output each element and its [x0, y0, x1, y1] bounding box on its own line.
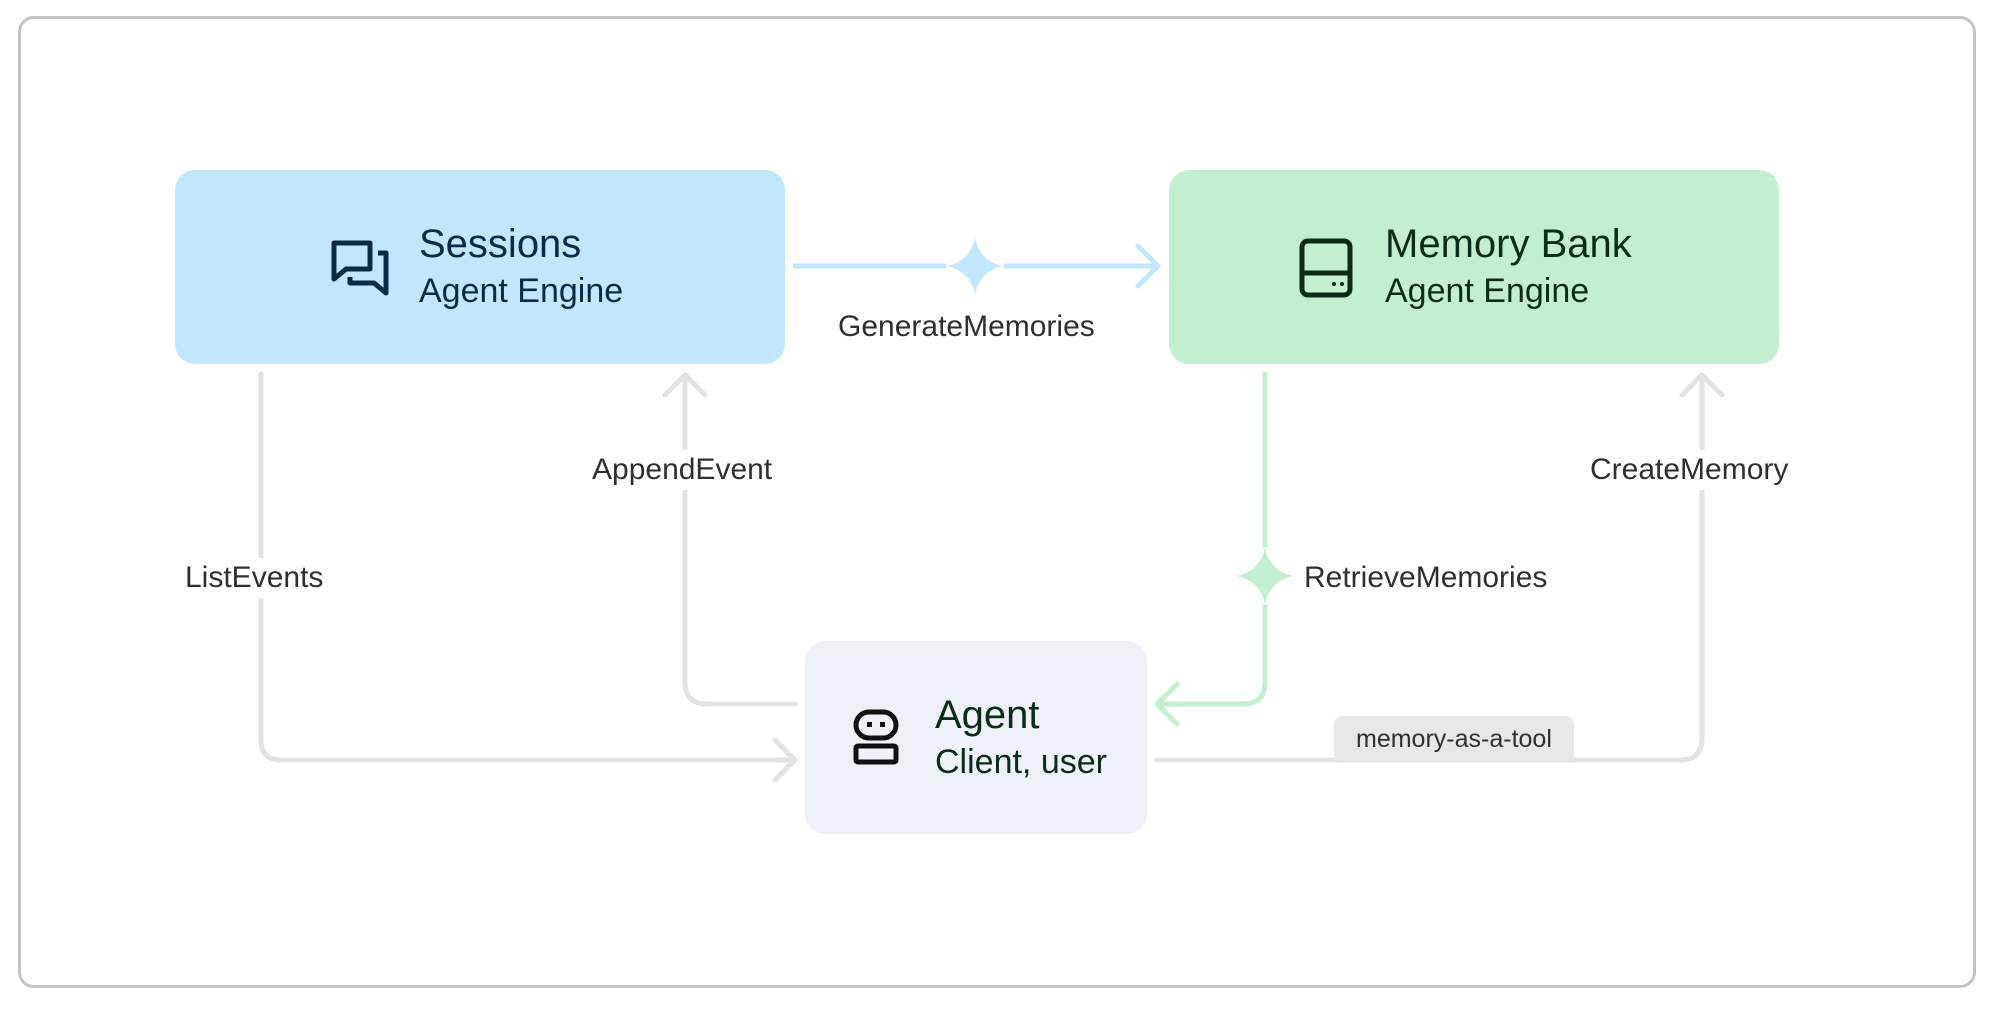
label-generate-memories: GenerateMemories — [832, 307, 1101, 347]
node-memory-bank: Memory Bank Agent Engine — [1169, 170, 1779, 364]
node-sessions-subtitle: Agent Engine — [419, 272, 624, 310]
label-list-events: ListEvents — [179, 558, 330, 598]
edge-append-event — [662, 372, 798, 707]
node-agent-title: Agent — [935, 692, 1040, 737]
robot-icon — [841, 703, 911, 773]
node-sessions-title: Sessions — [419, 222, 582, 266]
label-create-memory: CreateMemory — [1584, 450, 1795, 490]
node-agent-subtitle: Client, user — [935, 742, 1107, 781]
tag-memory-as-a-tool: memory-as-a-tool — [1334, 716, 1574, 762]
storage-drive-icon — [1291, 232, 1361, 302]
edge-retrieve-memories — [1154, 371, 1268, 727]
sparkle-icon-generate — [946, 237, 1004, 295]
edge-create-memory — [1154, 372, 1725, 763]
label-append-event: AppendEvent — [586, 450, 779, 490]
edge-list-events — [258, 371, 798, 783]
label-retrieve-memories: RetrieveMemories — [1298, 558, 1554, 598]
node-agent: Agent Client, user — [805, 641, 1147, 834]
sparkle-icon-retrieve — [1236, 547, 1294, 605]
node-sessions: Sessions Agent Engine — [175, 170, 785, 364]
chat-bubbles-icon — [325, 232, 395, 302]
node-memory-bank-subtitle: Agent Engine — [1385, 272, 1590, 310]
node-memory-bank-title: Memory Bank — [1385, 222, 1632, 266]
